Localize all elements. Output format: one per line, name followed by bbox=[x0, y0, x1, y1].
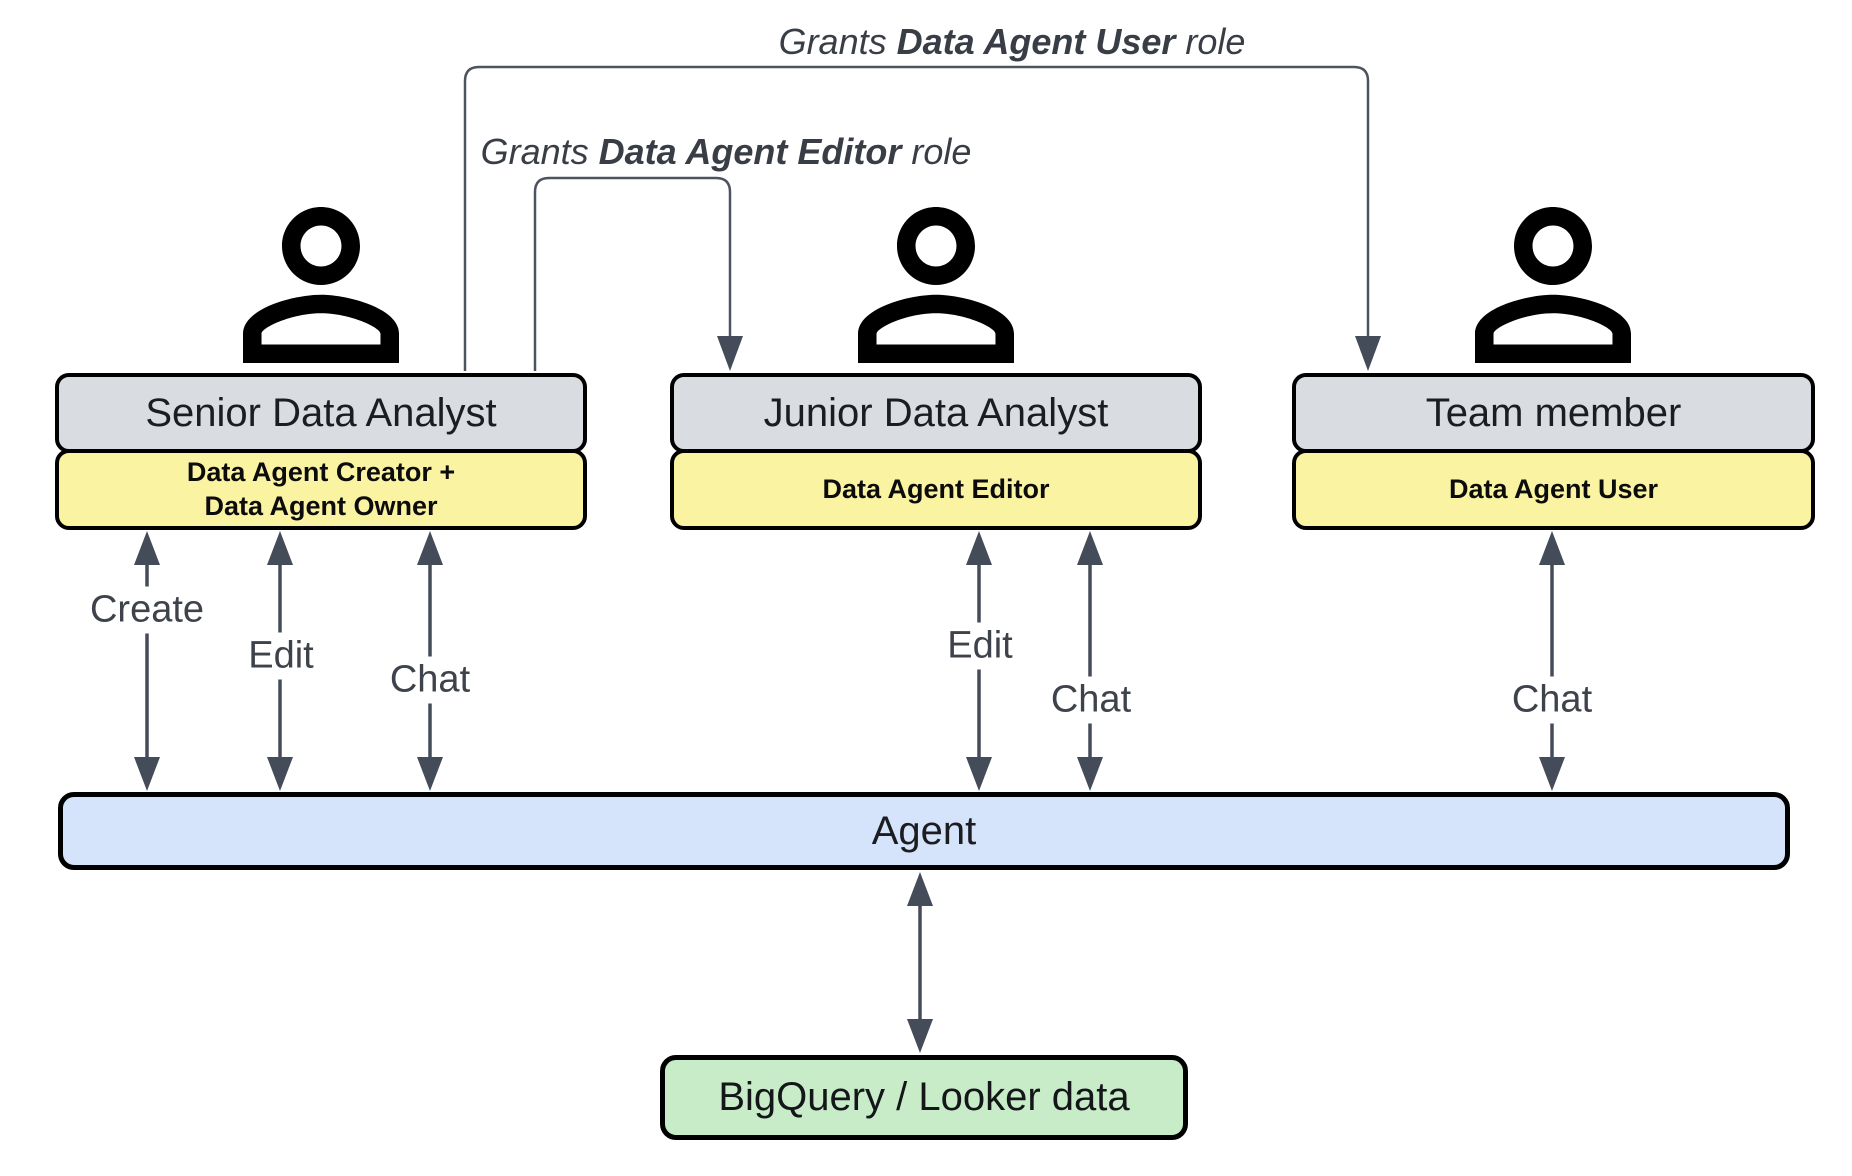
chat-action-label-junior: Chat bbox=[1042, 676, 1140, 724]
senior-create-arrow bbox=[134, 531, 160, 791]
team-member-title: Team member bbox=[1425, 390, 1682, 435]
junior-analyst-role: Data Agent Editor bbox=[822, 473, 1050, 504]
agent-data-arrow bbox=[907, 872, 933, 1053]
grant-user-role: Data Agent User bbox=[896, 21, 1176, 62]
grant-user-label: Grants Data Agent User role bbox=[772, 21, 1252, 63]
grant-editor-prefix: Grants bbox=[480, 131, 589, 172]
grant-editor-label: Grants Data Agent Editor role bbox=[474, 131, 978, 173]
grant-editor-connector bbox=[533, 176, 732, 371]
datasource-box: BigQuery / Looker data bbox=[660, 1055, 1188, 1140]
grant-user-connector bbox=[463, 65, 1370, 371]
team-member-role: Data Agent User bbox=[1448, 473, 1659, 504]
junior-chat-arrow bbox=[1077, 531, 1103, 791]
senior-analyst-role: Data Agent Creator + Data Agent Owner bbox=[186, 456, 456, 521]
grant-user-suffix: role bbox=[1185, 21, 1246, 62]
grant-editor-suffix: role bbox=[911, 131, 972, 172]
grant-user-arrowhead-icon bbox=[1355, 336, 1381, 371]
team-member-title-box: Team member bbox=[1292, 373, 1815, 453]
agent-label: Agent bbox=[871, 808, 977, 853]
junior-analyst-role-box: Data Agent Editor bbox=[670, 449, 1202, 530]
agent-bar: Agent bbox=[58, 792, 1790, 870]
chat-action-label-team: Chat bbox=[1503, 676, 1601, 724]
junior-analyst-title-box: Junior Data Analyst bbox=[670, 373, 1202, 453]
senior-person-icon bbox=[243, 207, 399, 363]
team-chat-arrow bbox=[1539, 531, 1565, 791]
datasource-label: BigQuery / Looker data bbox=[718, 1075, 1130, 1119]
team-person-icon bbox=[1475, 207, 1631, 363]
grant-editor-arrowhead-icon bbox=[717, 336, 743, 371]
senior-analyst-title-box: Senior Data Analyst bbox=[55, 373, 587, 453]
edit-action-label-junior: Edit bbox=[939, 622, 1021, 670]
edit-action-label-senior: Edit bbox=[240, 632, 322, 680]
junior-analyst-title: Junior Data Analyst bbox=[763, 390, 1109, 435]
senior-analyst-title: Senior Data Analyst bbox=[145, 390, 497, 435]
junior-person-icon bbox=[858, 207, 1014, 363]
create-action-label: Create bbox=[81, 586, 213, 634]
team-member-role-box: Data Agent User bbox=[1292, 449, 1815, 530]
grant-user-prefix: Grants bbox=[778, 21, 887, 62]
senior-analyst-role-box: Data Agent Creator + Data Agent Owner bbox=[55, 449, 587, 530]
chat-action-label-senior: Chat bbox=[381, 656, 479, 704]
grant-editor-role: Data Agent Editor bbox=[598, 131, 902, 172]
